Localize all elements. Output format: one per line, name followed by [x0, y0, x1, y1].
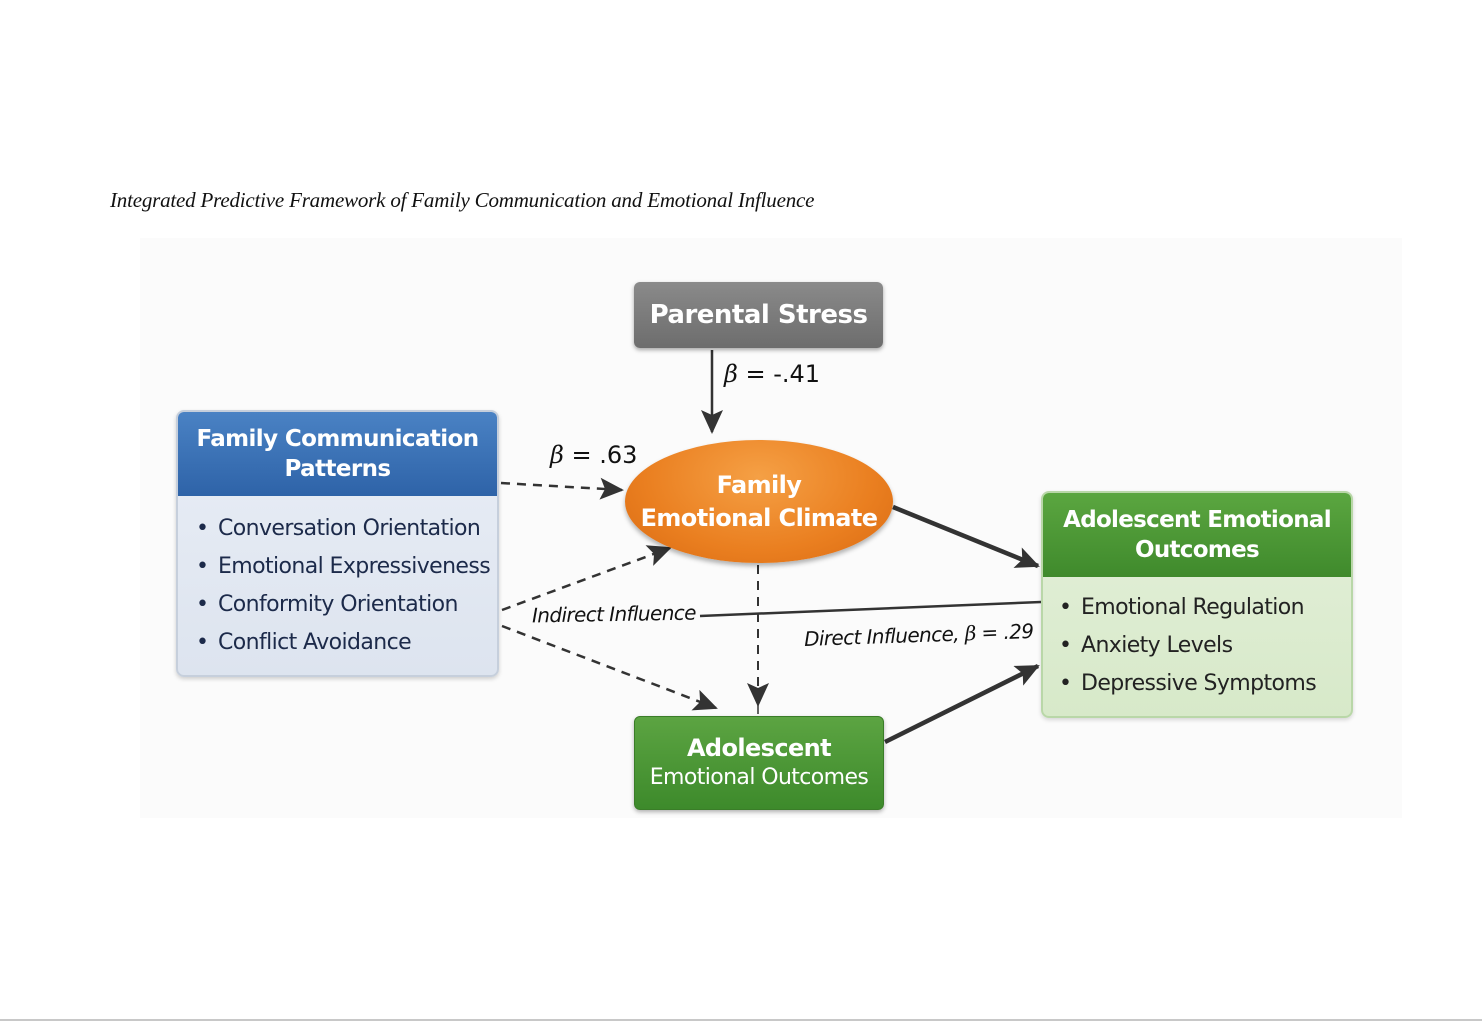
beta-symbol: β	[550, 441, 564, 469]
list-item: • Anxiety Levels	[1059, 627, 1351, 665]
bullet-icon: •	[196, 630, 209, 655]
aeo-header: Adolescent Emotional Outcomes	[1043, 493, 1351, 577]
fcp-title-line2: Patterns	[284, 456, 392, 482]
climate-line2: Emotional Climate	[640, 503, 878, 532]
aeo2-line1: Adolescent	[686, 734, 832, 762]
node-parental-stress-label: Parental Stress	[649, 300, 868, 330]
edge-value: = .63	[563, 441, 638, 469]
bullet-icon: •	[1059, 595, 1072, 620]
fcp-header: Family Communication Patterns	[178, 412, 497, 496]
edge-fcp-to-climate-indirect	[501, 545, 672, 612]
list-item: • Conflict Avoidance	[196, 624, 497, 662]
beta-symbol: β	[964, 621, 977, 646]
edge-bottom-to-right-outcomes	[883, 663, 1040, 745]
edge-fcp-to-climate	[500, 477, 624, 500]
list-item: • Conversation Orientation	[196, 510, 497, 548]
list-item: • Emotional Regulation	[1059, 589, 1351, 627]
edge-indirect-line	[699, 600, 1042, 618]
edge-value: = -.41	[737, 360, 821, 388]
edge-climate-to-outcomes	[892, 504, 1040, 569]
bullet-icon: •	[1059, 671, 1072, 696]
bullet-icon: •	[196, 554, 209, 579]
edge-label-fcp: β = .63	[550, 441, 637, 469]
aeo-title-line2: Outcomes	[1134, 537, 1260, 563]
aeo-list: • Emotional Regulation • Anxiety Levels • D…	[1043, 577, 1351, 703]
bullet-icon: •	[1059, 633, 1072, 658]
climate-line1: Family	[716, 470, 802, 499]
bullet-icon: •	[196, 516, 209, 541]
list-item-text: Conflict Avoidance	[218, 630, 412, 655]
aeo2-line2: Emotional Outcomes	[649, 765, 869, 790]
fcp-list: • Conversation Orientation • Emotional Exp…	[178, 496, 497, 662]
aeo-title-line1: Adolescent Emotional	[1063, 507, 1331, 533]
edge-label-stress: β = -.41	[724, 360, 820, 388]
list-item-text: Conversation Orientation	[218, 516, 481, 541]
bullet-icon: •	[196, 592, 209, 617]
list-item-text: Anxiety Levels	[1081, 633, 1233, 658]
node-family-communication-patterns: Family Communication Patterns • Conversat…	[176, 410, 499, 677]
list-item-text: Depressive Symptoms	[1081, 671, 1317, 696]
bottom-rule	[0, 1019, 1482, 1021]
figure-title: Integrated Predictive Framework of Famil…	[110, 188, 815, 212]
node-family-emotional-climate: Family Emotional Climate	[625, 440, 893, 563]
list-item: • Conformity Orientation	[196, 586, 497, 624]
list-item: • Depressive Symptoms	[1059, 665, 1351, 703]
node-parental-stress: Parental Stress	[634, 282, 883, 348]
fcp-title-line1: Family Communication	[196, 426, 479, 452]
edge-value: = .29	[975, 619, 1034, 646]
edge-fcp-to-bottom-outcomes	[501, 624, 718, 711]
node-adolescent-outcomes-bottom: Adolescent Emotional Outcomes	[634, 716, 884, 810]
node-adolescent-outcomes-right: Adolescent Emotional Outcomes • Emotional…	[1041, 491, 1353, 718]
beta-symbol: β	[724, 360, 738, 388]
list-item-text: Emotional Expressiveness	[218, 554, 491, 579]
list-item: • Emotional Expressiveness	[196, 548, 497, 586]
list-item-text: Emotional Regulation	[1081, 595, 1305, 620]
list-item-text: Conformity Orientation	[218, 592, 458, 617]
edge-label-indirect: Indirect Influence	[531, 600, 697, 628]
